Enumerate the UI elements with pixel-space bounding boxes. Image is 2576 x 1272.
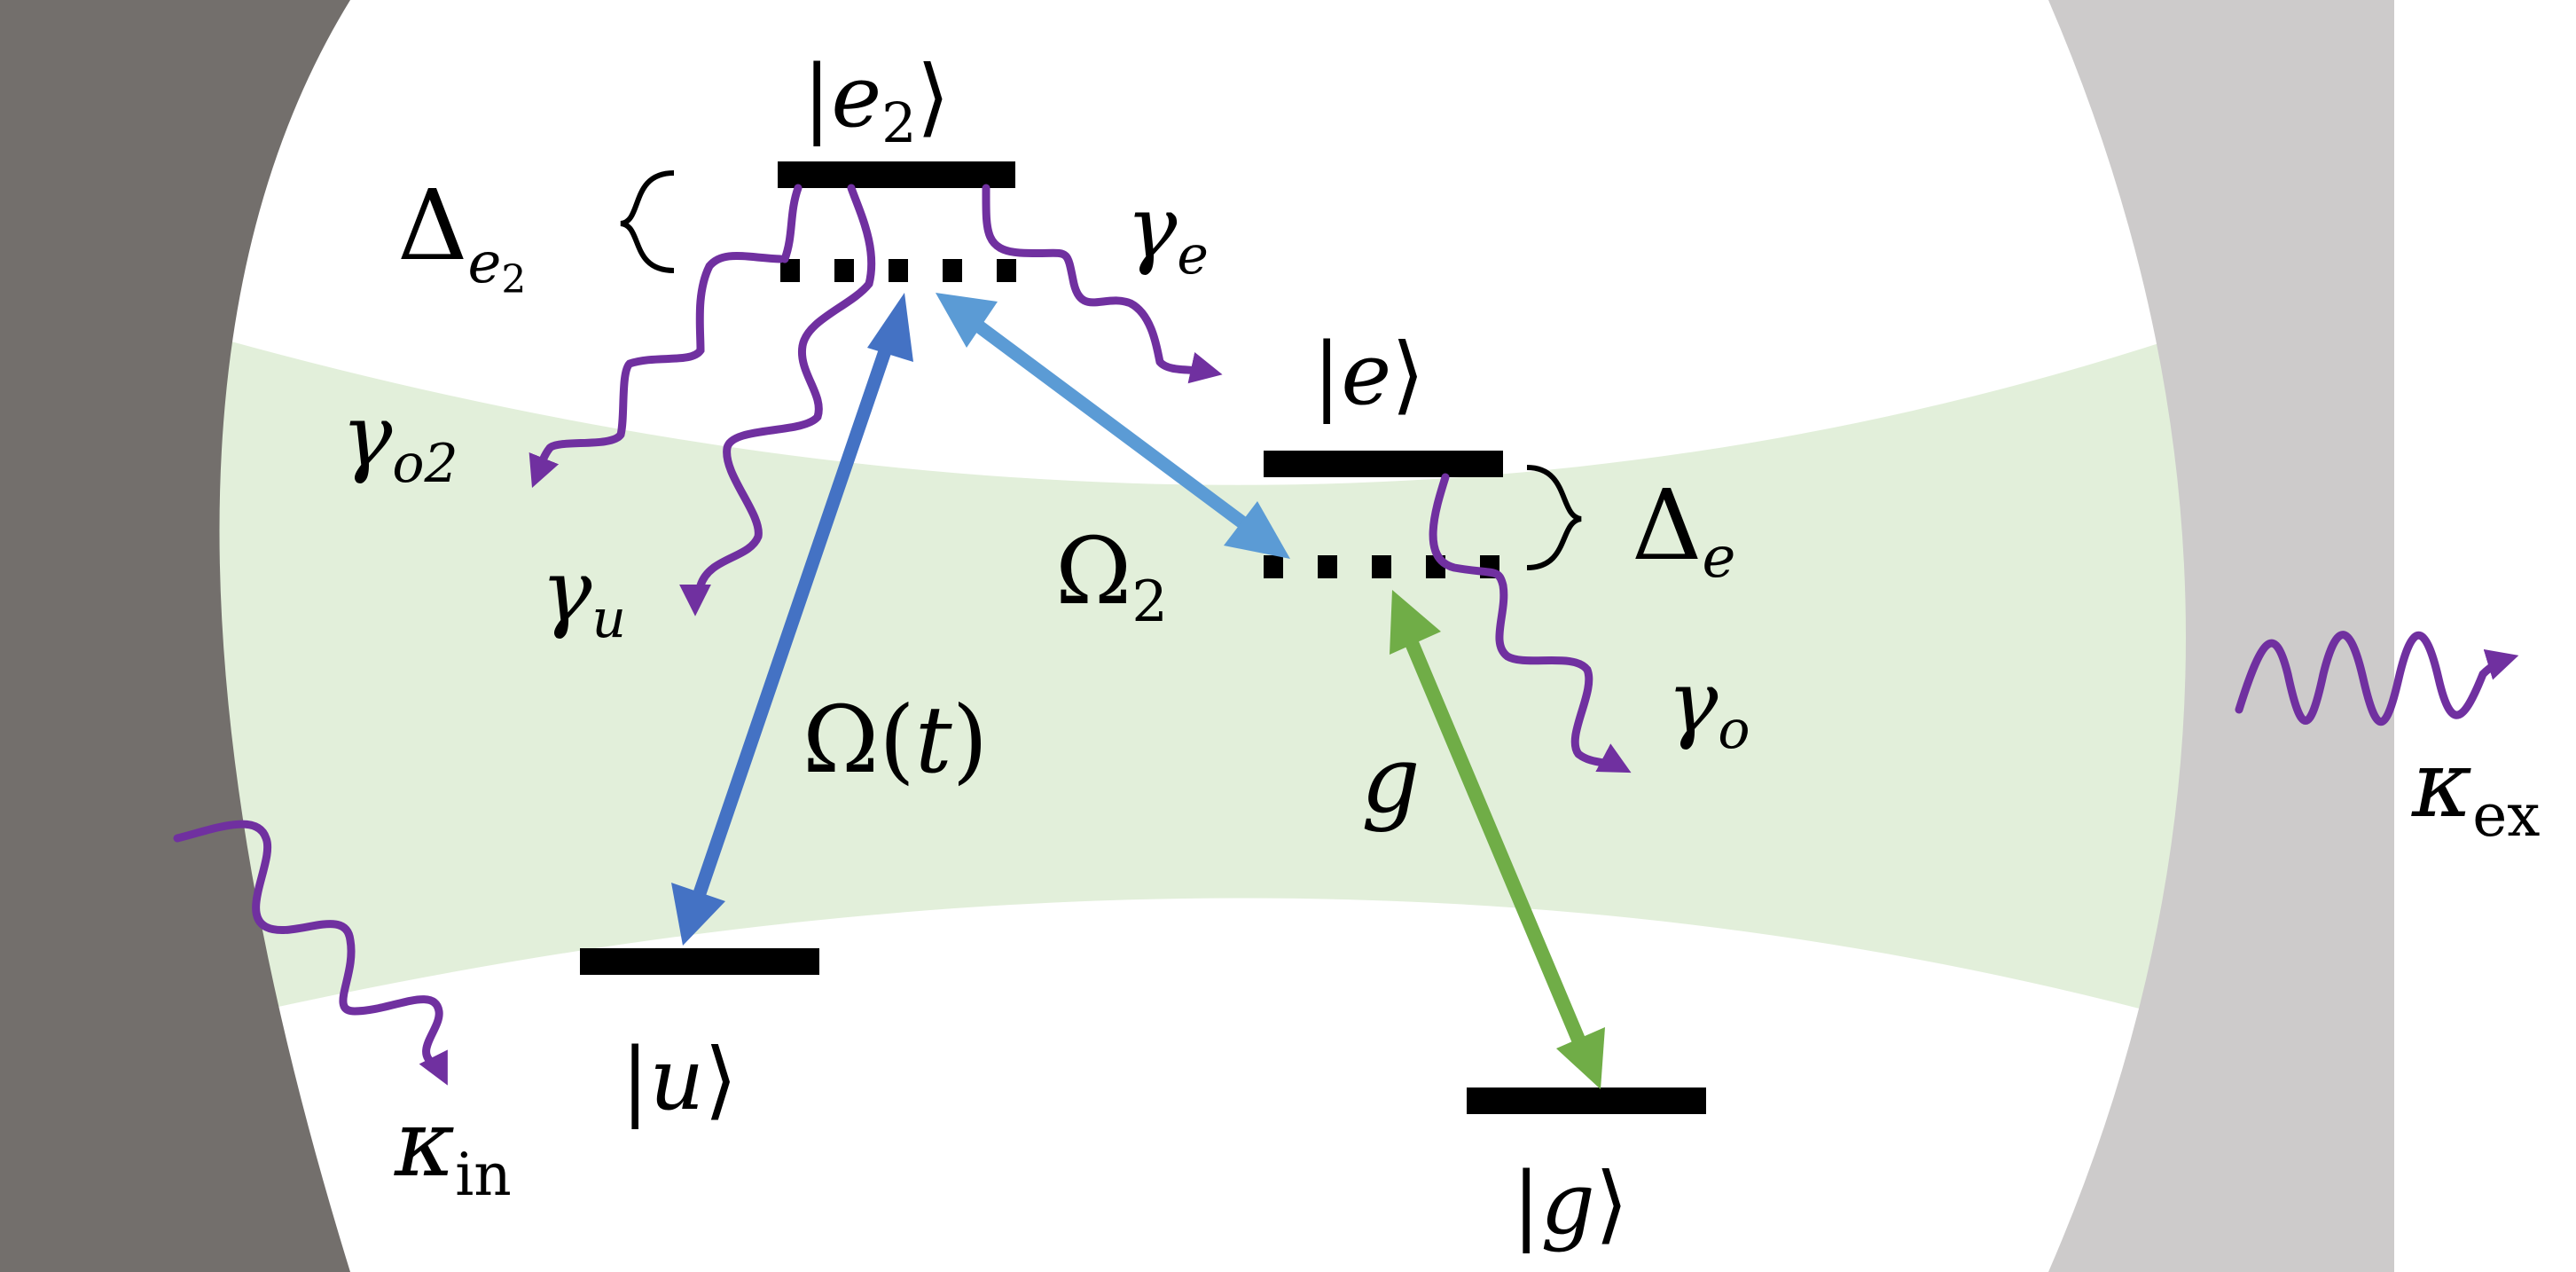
- delta-e2-brace: [620, 170, 675, 273]
- label-kappa-ex: κex: [2411, 730, 2540, 850]
- virtual-level-e2: [780, 259, 1016, 282]
- gamma-o-decay: [1429, 473, 1632, 773]
- label-delta-e2: Δe2: [397, 169, 526, 302]
- gamma-o2-decay: [529, 252, 785, 489]
- kappa-ex-wave: [2235, 631, 2519, 726]
- label-omega-t: Ω(t): [803, 686, 988, 794]
- level-e-line: [1264, 451, 1503, 477]
- cavity-mode: [200, 330, 2199, 1025]
- label-gamma-o2: γo2: [341, 387, 458, 495]
- label-omega2: Ω2: [1055, 517, 1168, 635]
- label-kappa-in: κin: [394, 1089, 512, 1209]
- gamma-u-decay: [679, 184, 876, 616]
- omega2-arrow: [936, 293, 1290, 559]
- level-u-line: [580, 948, 819, 975]
- gamma-e-decay: [982, 184, 1223, 384]
- label-gamma-u: γu: [541, 542, 626, 650]
- gamma-o2-stub: [780, 184, 803, 263]
- omega-t-arrow: [671, 293, 913, 946]
- level-g-line: [1467, 1087, 1706, 1114]
- label-g-coupling: g: [1361, 726, 1421, 834]
- left-mirror: [0, 0, 350, 1272]
- label-u: |u⟩: [621, 1030, 738, 1129]
- label-e2: |e2⟩: [803, 47, 950, 155]
- label-g: |g⟩: [1512, 1154, 1628, 1253]
- label-gamma-e: γe: [1126, 178, 1209, 287]
- label-e: |e⟩: [1312, 325, 1425, 424]
- delta-e-brace: [1526, 465, 1582, 570]
- kappa-in-wave: [173, 820, 448, 1086]
- level-e2-line: [778, 161, 1015, 188]
- g-arrow: [1390, 590, 1605, 1089]
- label-gamma-o: γo: [1667, 653, 1750, 761]
- right-mirror: [2048, 0, 2394, 1272]
- label-delta-e: Δe: [1632, 468, 1735, 591]
